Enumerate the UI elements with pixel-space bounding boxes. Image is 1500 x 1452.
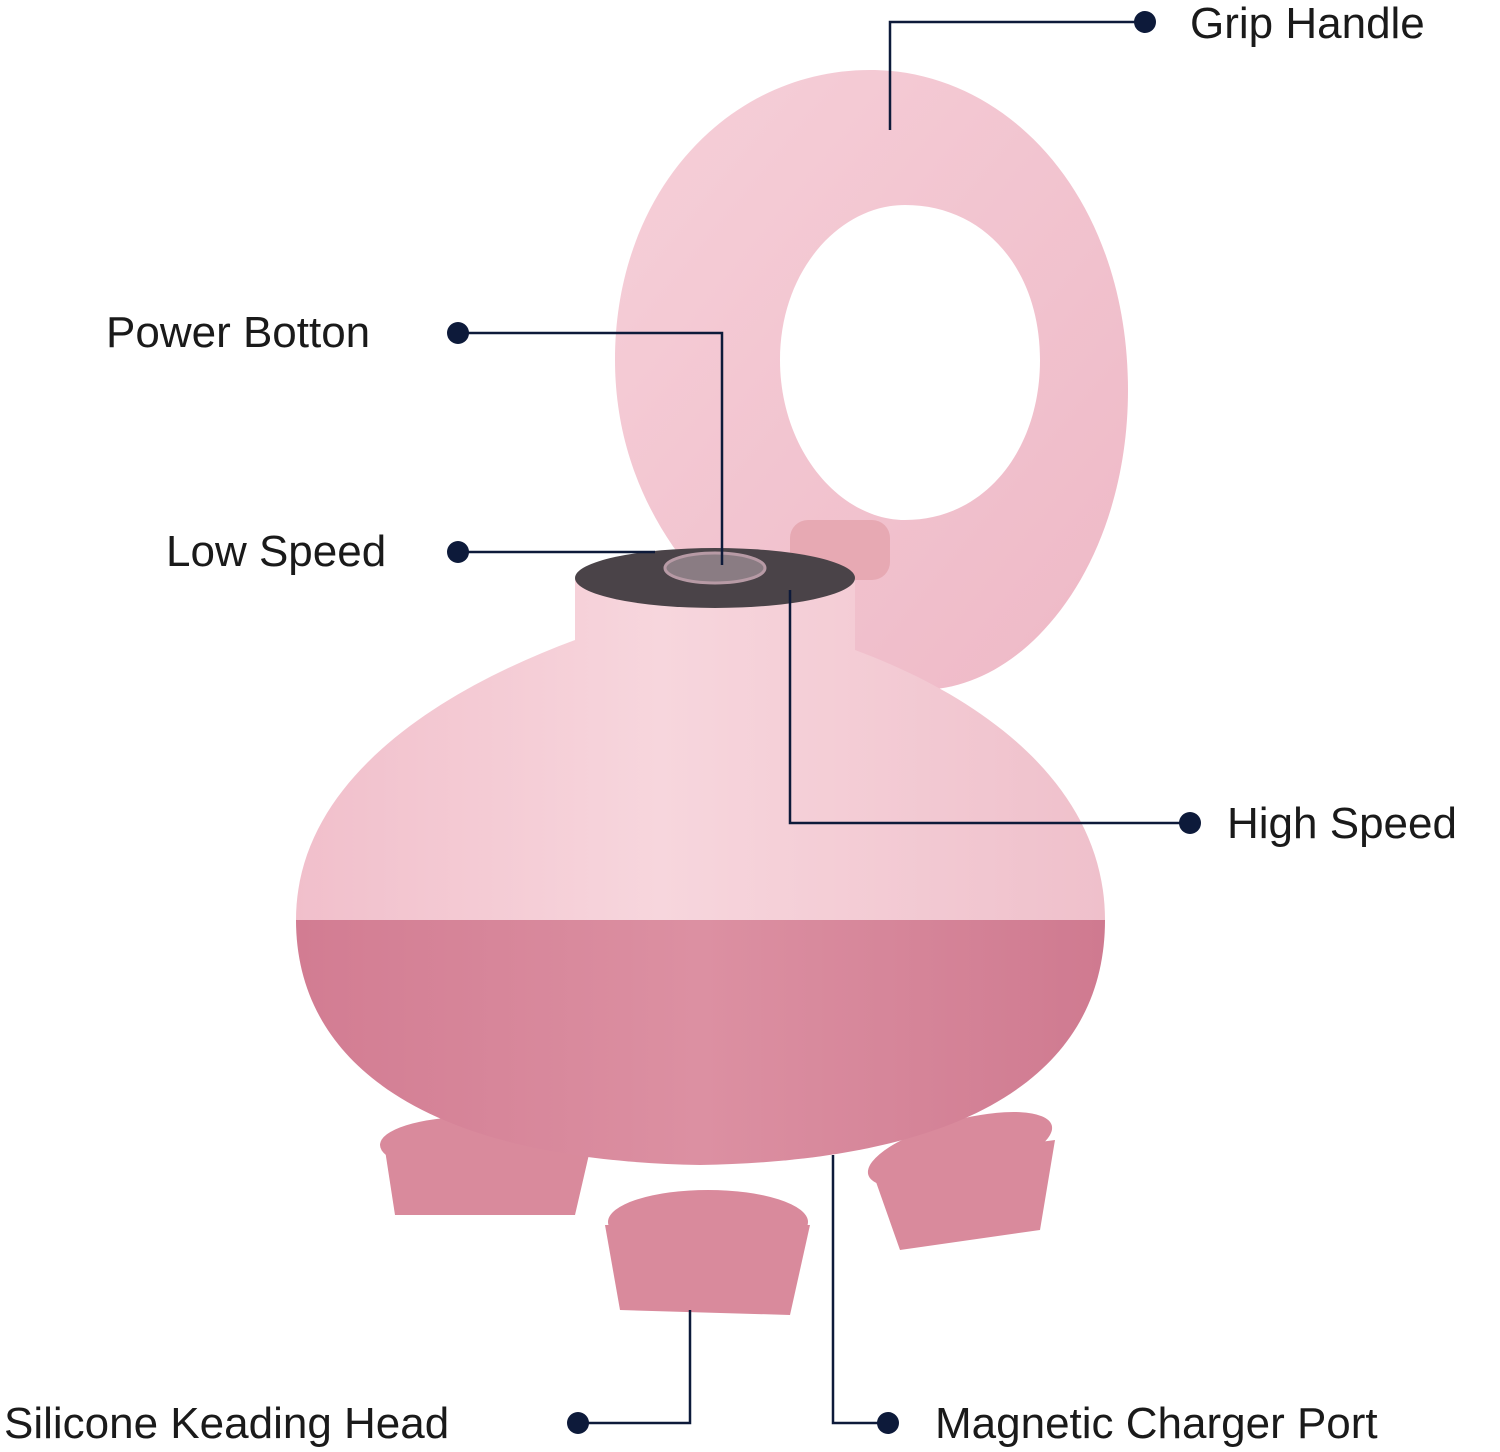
label-high-speed: High Speed — [1227, 799, 1457, 848]
silicone-kneading-heads — [380, 1111, 1055, 1315]
label-power-button: Power Botton — [106, 308, 371, 357]
body-top — [296, 578, 1105, 920]
label-silicone-head: Silicone Keading Head — [4, 1399, 450, 1448]
label-grip-handle: Grip Handle — [1190, 0, 1425, 48]
label-charger-port: Magnetic Charger Port — [935, 1399, 1378, 1448]
grip-handle-ring — [615, 70, 1128, 690]
label-low-speed: Low Speed — [166, 527, 387, 576]
leader-dots — [447, 11, 1201, 1434]
leader-lines — [458, 20, 1190, 1425]
power-button[interactable] — [663, 551, 767, 585]
body-base — [296, 920, 1105, 1165]
